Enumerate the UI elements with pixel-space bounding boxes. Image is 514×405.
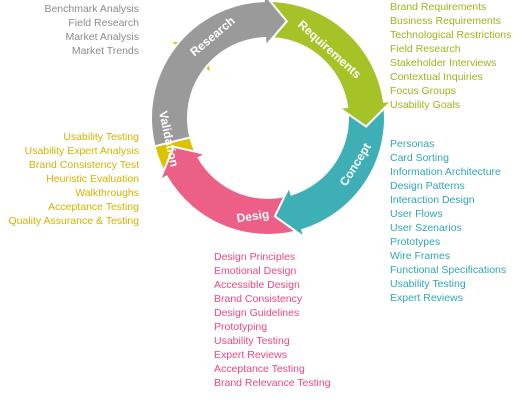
stage-arrow-research (150, 0, 289, 148)
list-item: Usability Testing (390, 278, 466, 290)
list-item: Brand Consistency Test (28, 159, 139, 171)
stage-arrow-requirements (258, 0, 395, 128)
research-activities-list: Benchmark Analysis Field Research Market… (44, 2, 139, 58)
list-item: Usability Expert Analysis (24, 145, 139, 157)
list-item: Interaction Design (390, 194, 475, 206)
list-item: Prototypes (390, 236, 441, 248)
design-activities-list: Design Principles Emotional Design Acces… (214, 250, 331, 390)
list-item: Accessible Design (214, 279, 300, 291)
stage-arrow-concept (273, 96, 386, 241)
list-item: Quality Assurance & Testing (8, 215, 139, 227)
stage-arrow-design (157, 145, 308, 236)
list-item: Benchmark Analysis (44, 3, 139, 15)
list-item: Acceptance Testing (214, 363, 305, 375)
list-item: Emotional Design (214, 265, 297, 277)
requirements-activities-list: Brand Requirements Business Requirements… (390, 0, 511, 112)
list-item: Usability Goals (390, 99, 461, 111)
list-item: Information Architecture (390, 166, 501, 178)
list-item: Card Sorting (390, 152, 449, 164)
list-item: Design Guidelines (214, 307, 300, 319)
list-item: Expert Reviews (214, 349, 287, 361)
list-item: Brand Relevance Testing (214, 377, 331, 389)
list-item: Technological Restrictions (390, 29, 512, 41)
list-item: Functional Specifications (390, 264, 507, 276)
list-item: Brand Requirements (390, 1, 487, 13)
list-item: Field Research (68, 17, 139, 29)
list-item: Walkthroughs (75, 187, 139, 199)
list-item: Focus Groups (390, 85, 456, 97)
list-item: Acceptance Testing (48, 201, 139, 213)
list-item: Usability Testing (63, 131, 139, 143)
list-item: Field Research (390, 43, 461, 55)
list-item: Business Requirements (390, 15, 501, 27)
stage-label-design: Desig (236, 207, 270, 225)
list-item: User Flows (390, 208, 443, 220)
list-item: Usability Testing (214, 335, 290, 347)
list-item: Prototyping (214, 321, 268, 333)
concept-activities-list: Personas Card Sorting Information Archit… (390, 137, 506, 305)
list-item: Wire Frames (390, 250, 451, 262)
list-item: Design Principles (214, 251, 296, 263)
list-item: Expert Reviews (390, 292, 463, 304)
list-item: Market Trends (71, 45, 139, 57)
list-item: User Szenarios (390, 222, 462, 234)
list-item: Design Patterns (390, 180, 465, 192)
list-item: Personas (390, 138, 435, 150)
list-item: Contextual Inquiries (390, 71, 483, 83)
validation-activities-list: Usability Testing Usability Expert Analy… (8, 130, 139, 228)
list-item: Brand Consistency (214, 293, 303, 305)
list-item: Market Analysis (65, 31, 139, 43)
list-item: Heuristic Evaluation (46, 173, 139, 185)
list-item: Stakeholder Interviews (390, 57, 497, 69)
